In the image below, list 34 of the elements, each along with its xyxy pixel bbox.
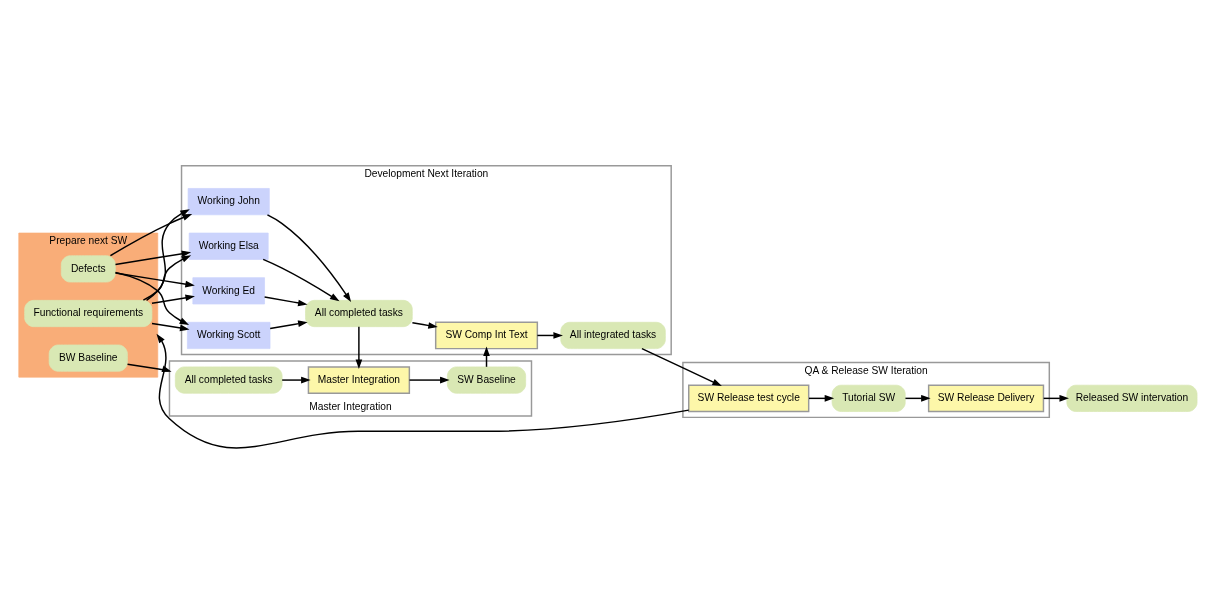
arrow bbox=[151, 293, 195, 304]
arrow bbox=[114, 249, 192, 265]
arrow bbox=[263, 295, 308, 306]
node-box: All completed tasks bbox=[174, 366, 283, 394]
arrow bbox=[109, 213, 193, 256]
arrow bbox=[114, 271, 190, 325]
arrow bbox=[262, 258, 340, 301]
node-box: All integrated tasks bbox=[560, 321, 666, 349]
arrow bbox=[281, 376, 311, 383]
node-box: Working John bbox=[187, 187, 270, 215]
arrow bbox=[151, 322, 190, 331]
arrow bbox=[408, 376, 450, 383]
node-box: Functional requirements bbox=[24, 299, 153, 327]
node-box: Working Elsa bbox=[188, 232, 269, 260]
arrow bbox=[142, 254, 192, 301]
node-box: SW Release Delivery bbox=[927, 383, 1045, 412]
arrow bbox=[145, 208, 190, 301]
node-box: SW Baseline bbox=[447, 366, 526, 394]
arrow bbox=[114, 271, 195, 287]
node-box: Master Integration bbox=[307, 365, 411, 394]
node-box: All completed tasks bbox=[305, 299, 413, 327]
node-box: Working Scott bbox=[187, 321, 271, 349]
node-box: BW Baseline bbox=[48, 344, 128, 372]
arrow bbox=[269, 319, 308, 329]
node-box: SW Comp Int Text bbox=[434, 321, 539, 349]
arrow bbox=[641, 347, 722, 386]
node-box: Defects bbox=[60, 254, 116, 282]
node-box: Working Ed bbox=[192, 276, 265, 304]
arrow bbox=[411, 321, 438, 329]
node-box: SW Release test cycle bbox=[688, 383, 810, 412]
node-box: Tutorial SW bbox=[831, 384, 906, 412]
arrow bbox=[266, 213, 352, 302]
arrow bbox=[355, 325, 363, 369]
node-box: Released SW intervation bbox=[1066, 384, 1198, 412]
